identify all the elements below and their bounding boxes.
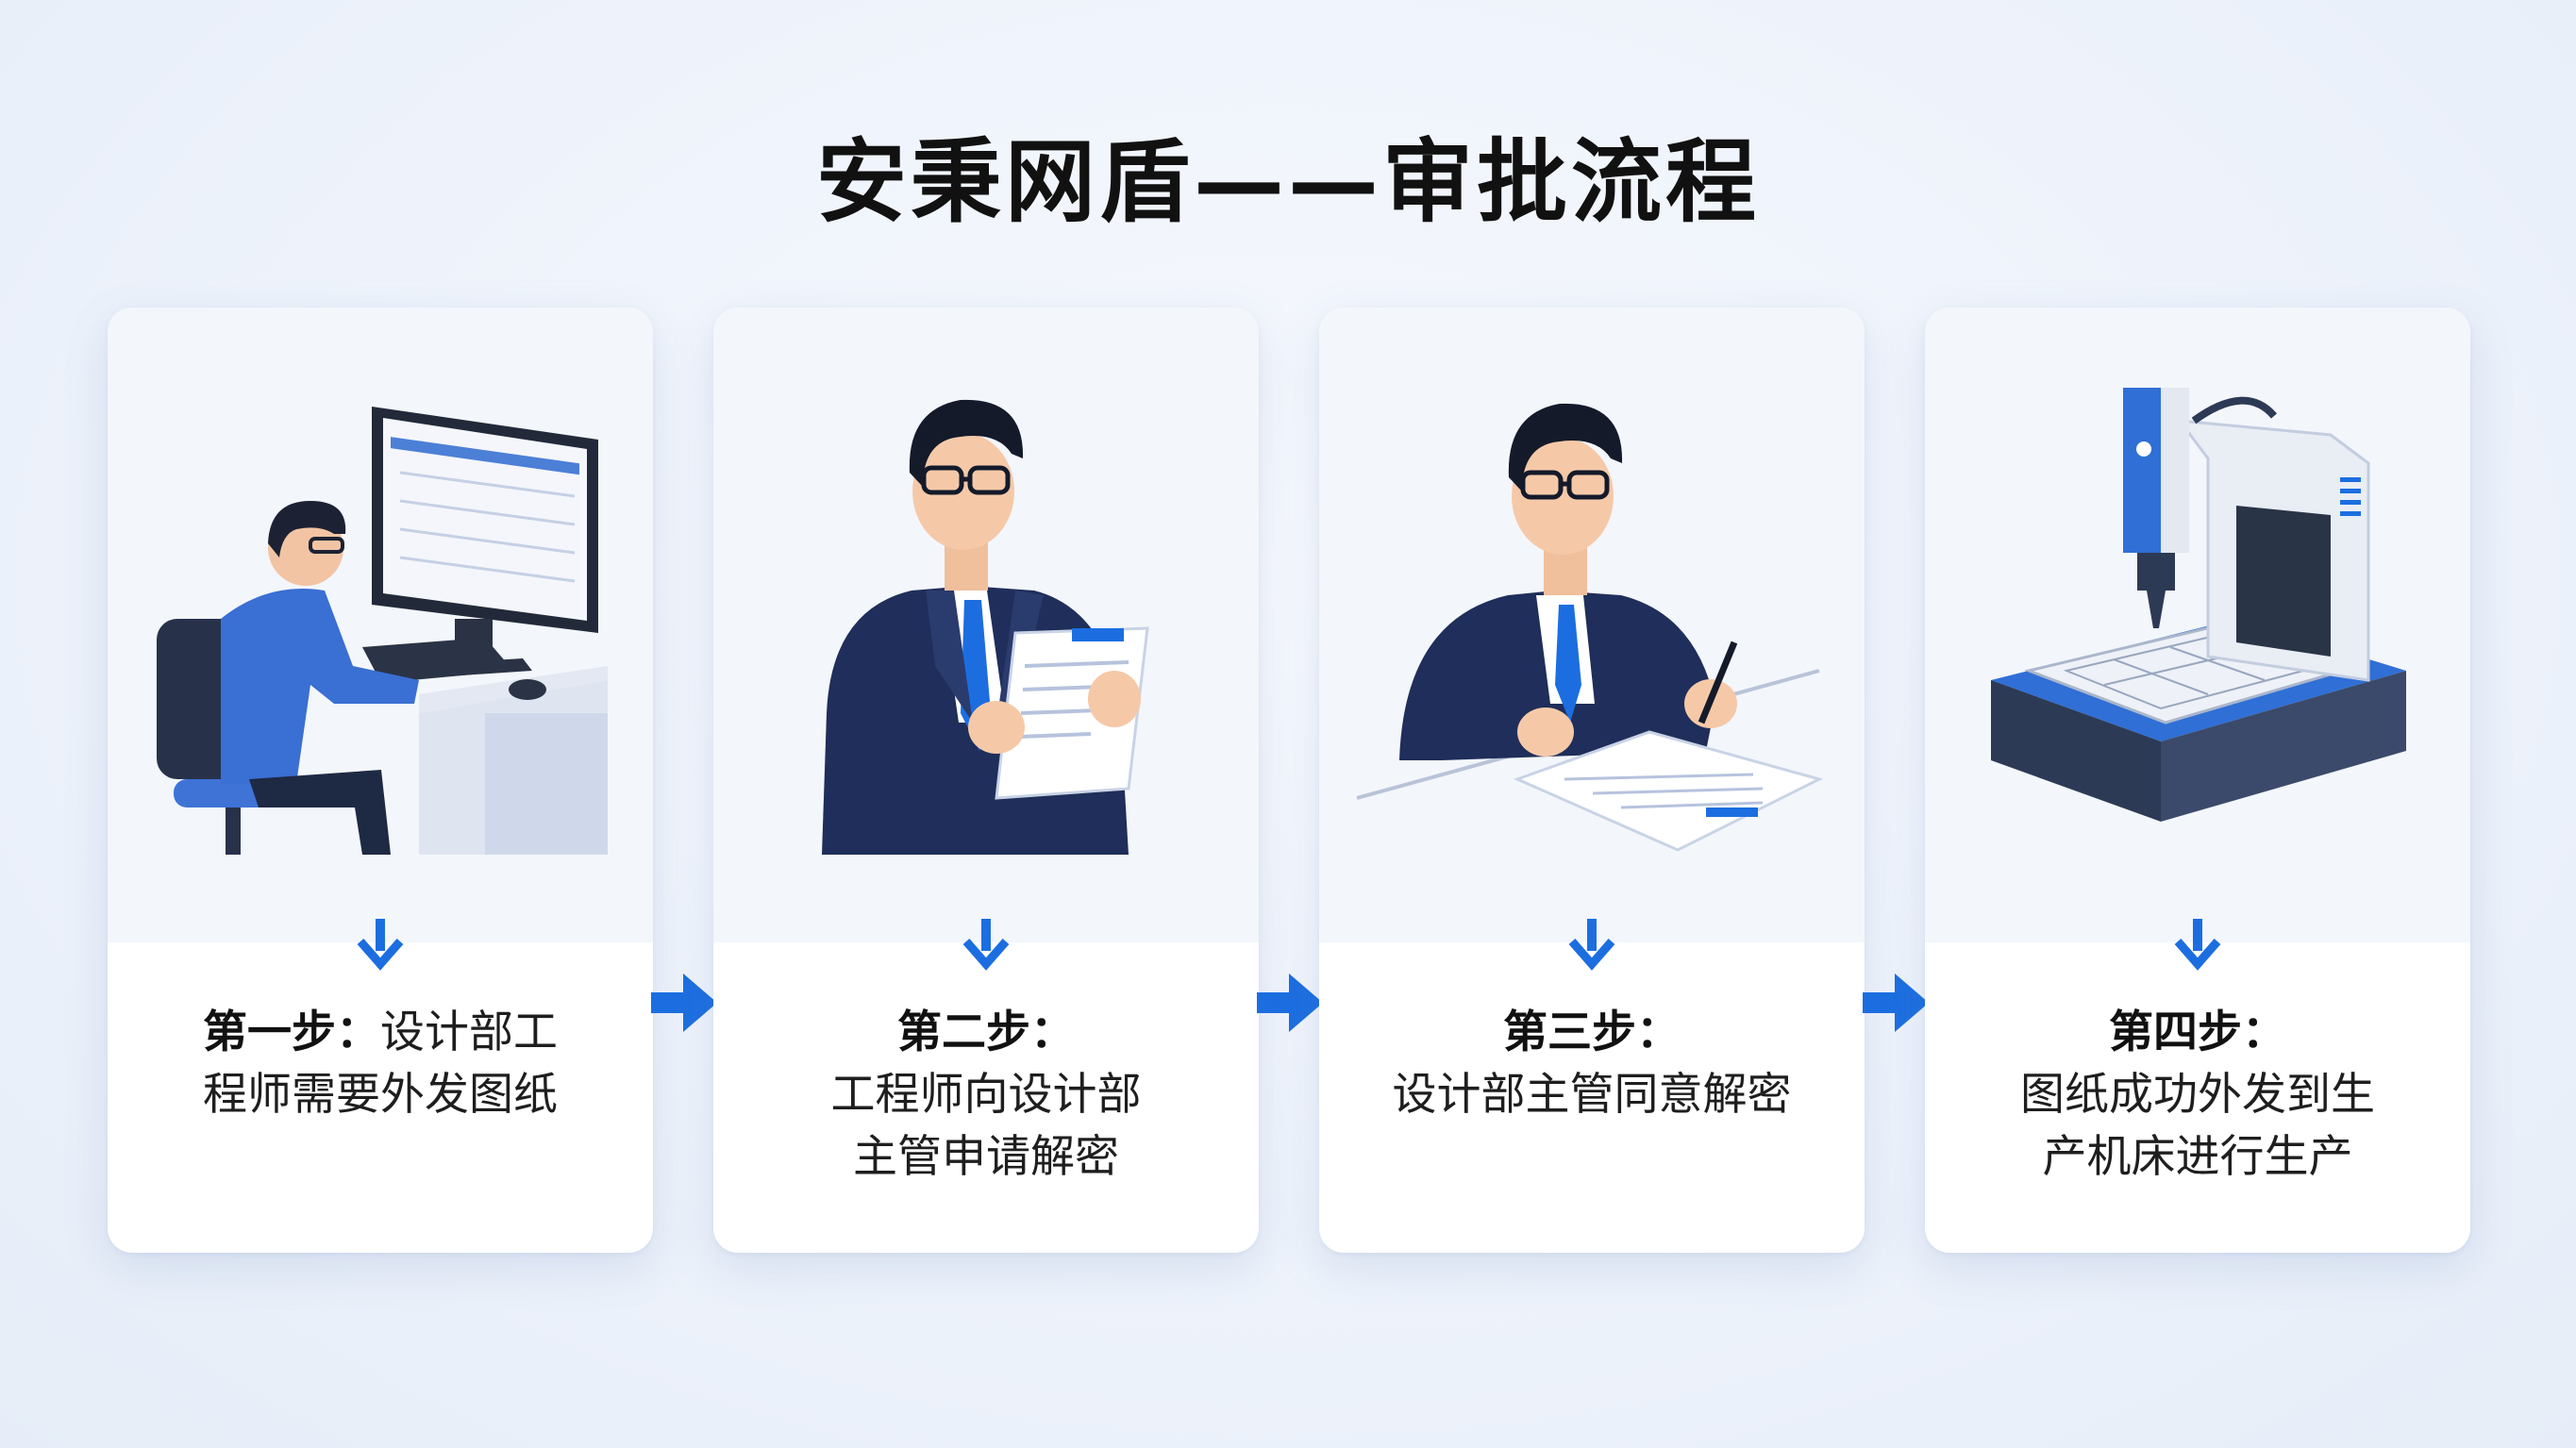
arrow-down-icon	[1568, 919, 1615, 971]
step-text: 第一步：设计部工 程师需要外发图纸	[136, 1002, 625, 1126]
step-line-1: 图纸成功外发到生	[2020, 1069, 2375, 1121]
step-card-3: 第三步： 设计部主管同意解密	[1319, 308, 1865, 1253]
step-label: 第二步：	[897, 1007, 1075, 1058]
step-line-2: 主管申请解密	[853, 1131, 1119, 1183]
step-line-1: 设计部主管同意解密	[1392, 1069, 1792, 1121]
arrow-right-icon	[651, 974, 717, 1032]
step-line-2: 程师需要外发图纸	[203, 1069, 558, 1121]
step-label: 第三步：	[1503, 1007, 1681, 1058]
page-title: 安秉网盾——审批流程	[816, 129, 1760, 235]
cnc-machine-illustration	[1925, 308, 2470, 942]
step-label: 第一步：	[203, 1007, 380, 1058]
arrow-right-icon	[1863, 974, 1929, 1032]
step-line-2: 产机床进行生产	[2042, 1131, 2353, 1183]
arrow-down-icon	[357, 919, 404, 971]
manager-signing-document-illustration	[1319, 308, 1865, 942]
step-card-2: 第二步： 工程师向设计部 主管申请解密	[713, 308, 1259, 1253]
manager-reading-document-illustration	[713, 308, 1259, 942]
step-card-4: 第四步： 图纸成功外发到生 产机床进行生产	[1925, 308, 2470, 1253]
step-card-1: 第一步：设计部工 程师需要外发图纸	[108, 308, 653, 1253]
arrow-right-icon	[1257, 974, 1323, 1032]
step-text: 第四步： 图纸成功外发到生 产机床进行生产	[1953, 1002, 2442, 1189]
step-line-1: 工程师向设计部	[830, 1069, 1142, 1121]
step-line-1: 设计部工	[380, 1007, 558, 1058]
arrow-down-icon	[962, 919, 1010, 971]
engineer-at-computer-illustration	[108, 308, 653, 942]
step-text: 第二步： 工程师向设计部 主管申请解密	[742, 1002, 1230, 1189]
step-text: 第三步： 设计部主管同意解密	[1347, 1002, 1836, 1126]
step-label: 第四步：	[2109, 1007, 2286, 1058]
arrow-down-icon	[2174, 919, 2221, 971]
